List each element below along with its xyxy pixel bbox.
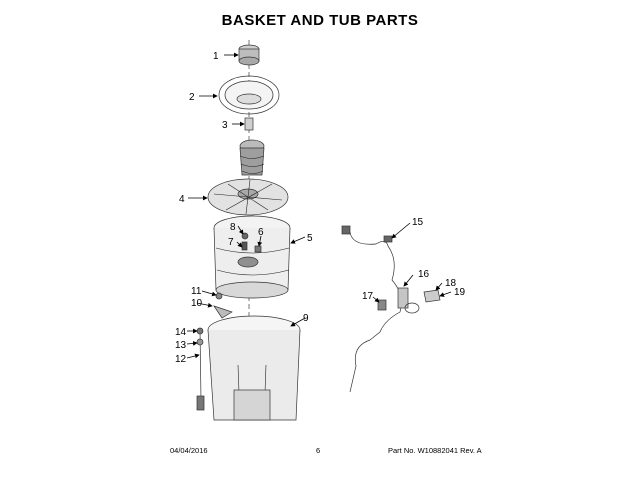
callout-labels: 1 2 3 4 5 6 7 8 9 10 11 12 13 14 15 16 1… (175, 51, 466, 365)
callout-11: 11 (191, 286, 202, 297)
part-10-bracket[interactable] (213, 305, 233, 319)
part-7-nut[interactable] (241, 241, 248, 251)
callout-10: 10 (191, 298, 203, 309)
leader-lines (186, 52, 452, 359)
callout-14: 14 (175, 327, 187, 338)
callout-12: 12 (175, 354, 187, 365)
callout-3: 3 (222, 120, 228, 131)
callout-6: 6 (258, 227, 264, 238)
part-9-outer-tub[interactable] (207, 315, 301, 421)
part-13-grommet[interactable] (196, 338, 204, 346)
part-8-washer[interactable] (241, 232, 249, 240)
part-14-fitting[interactable] (196, 327, 204, 335)
callout-16: 16 (418, 269, 430, 280)
part-2-balance-ring[interactable] (218, 75, 280, 115)
part-11-screw[interactable] (215, 292, 223, 300)
part-4-impeller[interactable] (207, 178, 289, 216)
footer-page-number: 6 (316, 446, 321, 455)
part-17-connector[interactable] (377, 299, 387, 311)
callout-7: 7 (228, 237, 234, 248)
callout-5: 5 (307, 233, 313, 244)
callout-19: 19 (454, 287, 466, 298)
callout-18: 18 (445, 278, 457, 289)
diagram-title: BASKET AND TUB PARTS (221, 12, 419, 29)
footer-part-number: Part No. W10882041 Rev. A (388, 446, 482, 455)
part-5-basket[interactable] (213, 215, 291, 299)
part-19-o-ring[interactable] (404, 302, 420, 314)
part-6-clip[interactable] (254, 245, 262, 253)
callout-15: 15 (412, 217, 424, 228)
callout-9: 9 (303, 313, 309, 324)
callout-13: 13 (175, 340, 187, 351)
callout-1: 1 (213, 51, 219, 62)
part-1-basket-cap[interactable] (238, 44, 260, 66)
footer-date: 04/04/2016 (170, 446, 208, 455)
part-3-fitting[interactable] (244, 117, 254, 131)
callout-17: 17 (362, 291, 374, 302)
callout-4: 4 (179, 194, 185, 205)
auger-assembly[interactable] (239, 139, 265, 176)
callout-8: 8 (230, 222, 236, 233)
part-18-clip[interactable] (423, 289, 441, 303)
callout-2: 2 (189, 92, 195, 103)
part-15-wire-harness[interactable] (341, 225, 402, 393)
part-16-sensor-bracket[interactable] (397, 287, 409, 309)
